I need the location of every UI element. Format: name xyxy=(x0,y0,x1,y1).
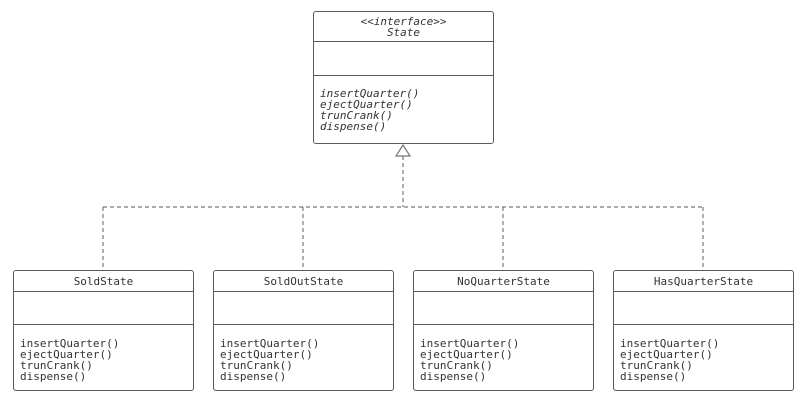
class-attributes-compartment xyxy=(614,292,793,325)
method-dispense: dispense() xyxy=(220,370,287,383)
class-name: SoldOutState xyxy=(214,271,393,292)
class-methods-compartment: insertQuarter() ejectQuarter() trunCrank… xyxy=(414,325,593,382)
class-methods-compartment: insertQuarter() ejectQuarter() trunCrank… xyxy=(614,325,793,382)
method-eject-quarter: ejectQuarter() xyxy=(420,348,513,361)
method-insert-quarter: insertQuarter() xyxy=(620,337,720,350)
class-noquarterstate-box[interactable]: NoQuarterState insertQuarter() ejectQuar… xyxy=(413,270,594,391)
method-eject-quarter: ejectQuarter() xyxy=(620,348,713,361)
method-trun-crank: trunCrank() xyxy=(220,359,293,372)
method-insert-quarter: insertQuarter() xyxy=(420,337,520,350)
class-name: HasQuarterState xyxy=(614,271,793,292)
method-insert-quarter: insertQuarter() xyxy=(220,337,320,350)
interface-stereotype: <<interface>> xyxy=(360,15,447,28)
class-methods-compartment: insertQuarter() ejectQuarter() trunCrank… xyxy=(214,325,393,382)
class-attributes-compartment xyxy=(14,292,193,325)
interface-name: State xyxy=(386,26,421,39)
realization-arrowhead-icon xyxy=(394,143,412,157)
method-eject-quarter: ejectQuarter() xyxy=(220,348,313,361)
method-insert-quarter: insertQuarter() xyxy=(320,87,420,100)
class-soldoutstate-box[interactable]: SoldOutState insertQuarter() ejectQuarte… xyxy=(213,270,394,391)
method-dispense: dispense() xyxy=(20,370,87,383)
class-attributes-compartment xyxy=(414,292,593,325)
class-hasquarterstate-box[interactable]: HasQuarterState insertQuarter() ejectQua… xyxy=(613,270,794,391)
interface-state-box[interactable]: <<interface>> State insertQuarter() ejec… xyxy=(313,11,494,144)
method-trun-crank: trunCrank() xyxy=(20,359,93,372)
class-soldstate-box[interactable]: SoldState insertQuarter() ejectQuarter()… xyxy=(13,270,194,391)
method-dispense: dispense() xyxy=(420,370,487,383)
interface-methods-compartment: insertQuarter() ejectQuarter() trunCrank… xyxy=(314,76,493,132)
interface-attributes-compartment xyxy=(314,42,493,76)
method-trun-crank: trunCrank() xyxy=(320,109,393,122)
method-eject-quarter: ejectQuarter() xyxy=(320,98,413,111)
class-methods-compartment: insertQuarter() ejectQuarter() trunCrank… xyxy=(14,325,193,382)
class-name: NoQuarterState xyxy=(414,271,593,292)
method-dispense: dispense() xyxy=(320,120,387,133)
method-eject-quarter: ejectQuarter() xyxy=(20,348,113,361)
method-insert-quarter: insertQuarter() xyxy=(20,337,120,350)
class-name: SoldState xyxy=(14,271,193,292)
class-attributes-compartment xyxy=(214,292,393,325)
interface-header: <<interface>> State xyxy=(314,12,493,42)
method-trun-crank: trunCrank() xyxy=(620,359,693,372)
method-trun-crank: trunCrank() xyxy=(420,359,493,372)
method-dispense: dispense() xyxy=(620,370,687,383)
